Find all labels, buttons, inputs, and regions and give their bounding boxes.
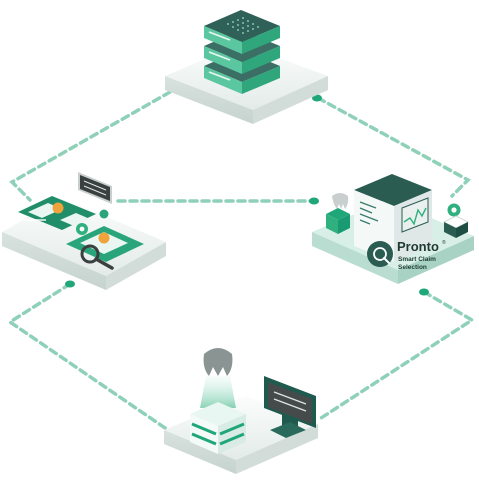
x-ray-monitor-icon	[78, 172, 112, 204]
connector-docs-to-dental	[6, 282, 170, 432]
product-tagline-line1: Smart Claim	[398, 256, 436, 263]
connector-dot	[312, 94, 322, 102]
connector-dot	[65, 280, 75, 288]
registered-mark: ®	[442, 239, 446, 246]
dental-node	[164, 348, 318, 474]
server-stack-icon	[204, 10, 280, 94]
connector-server-to-docs	[9, 90, 172, 202]
connector-pronto-to-dental	[316, 290, 476, 422]
product-tagline-line2: Selection	[398, 264, 427, 271]
status-badge-icon	[52, 202, 110, 244]
connector-server-to-pronto	[316, 96, 471, 198]
pronto-logo-text: Pronto ® Smart Claim Selection	[397, 239, 446, 271]
gear-icon	[443, 203, 469, 238]
product-name: Pronto	[397, 239, 439, 254]
connector-dot	[309, 197, 319, 205]
connector-dot	[419, 288, 429, 296]
server-node	[165, 10, 328, 124]
tooth-scan-icon	[190, 348, 246, 454]
magnifier-icon	[80, 244, 114, 270]
gear-icon	[76, 223, 88, 235]
pronto-logo-icon	[367, 241, 393, 267]
connector-nodes	[65, 94, 429, 296]
documents-node	[2, 172, 166, 290]
pronto-node: Pronto ® Smart Claim Selection	[312, 174, 474, 284]
tooth-icon	[326, 193, 350, 234]
x-ray-monitor-icon	[264, 376, 316, 438]
connectors	[6, 90, 476, 432]
